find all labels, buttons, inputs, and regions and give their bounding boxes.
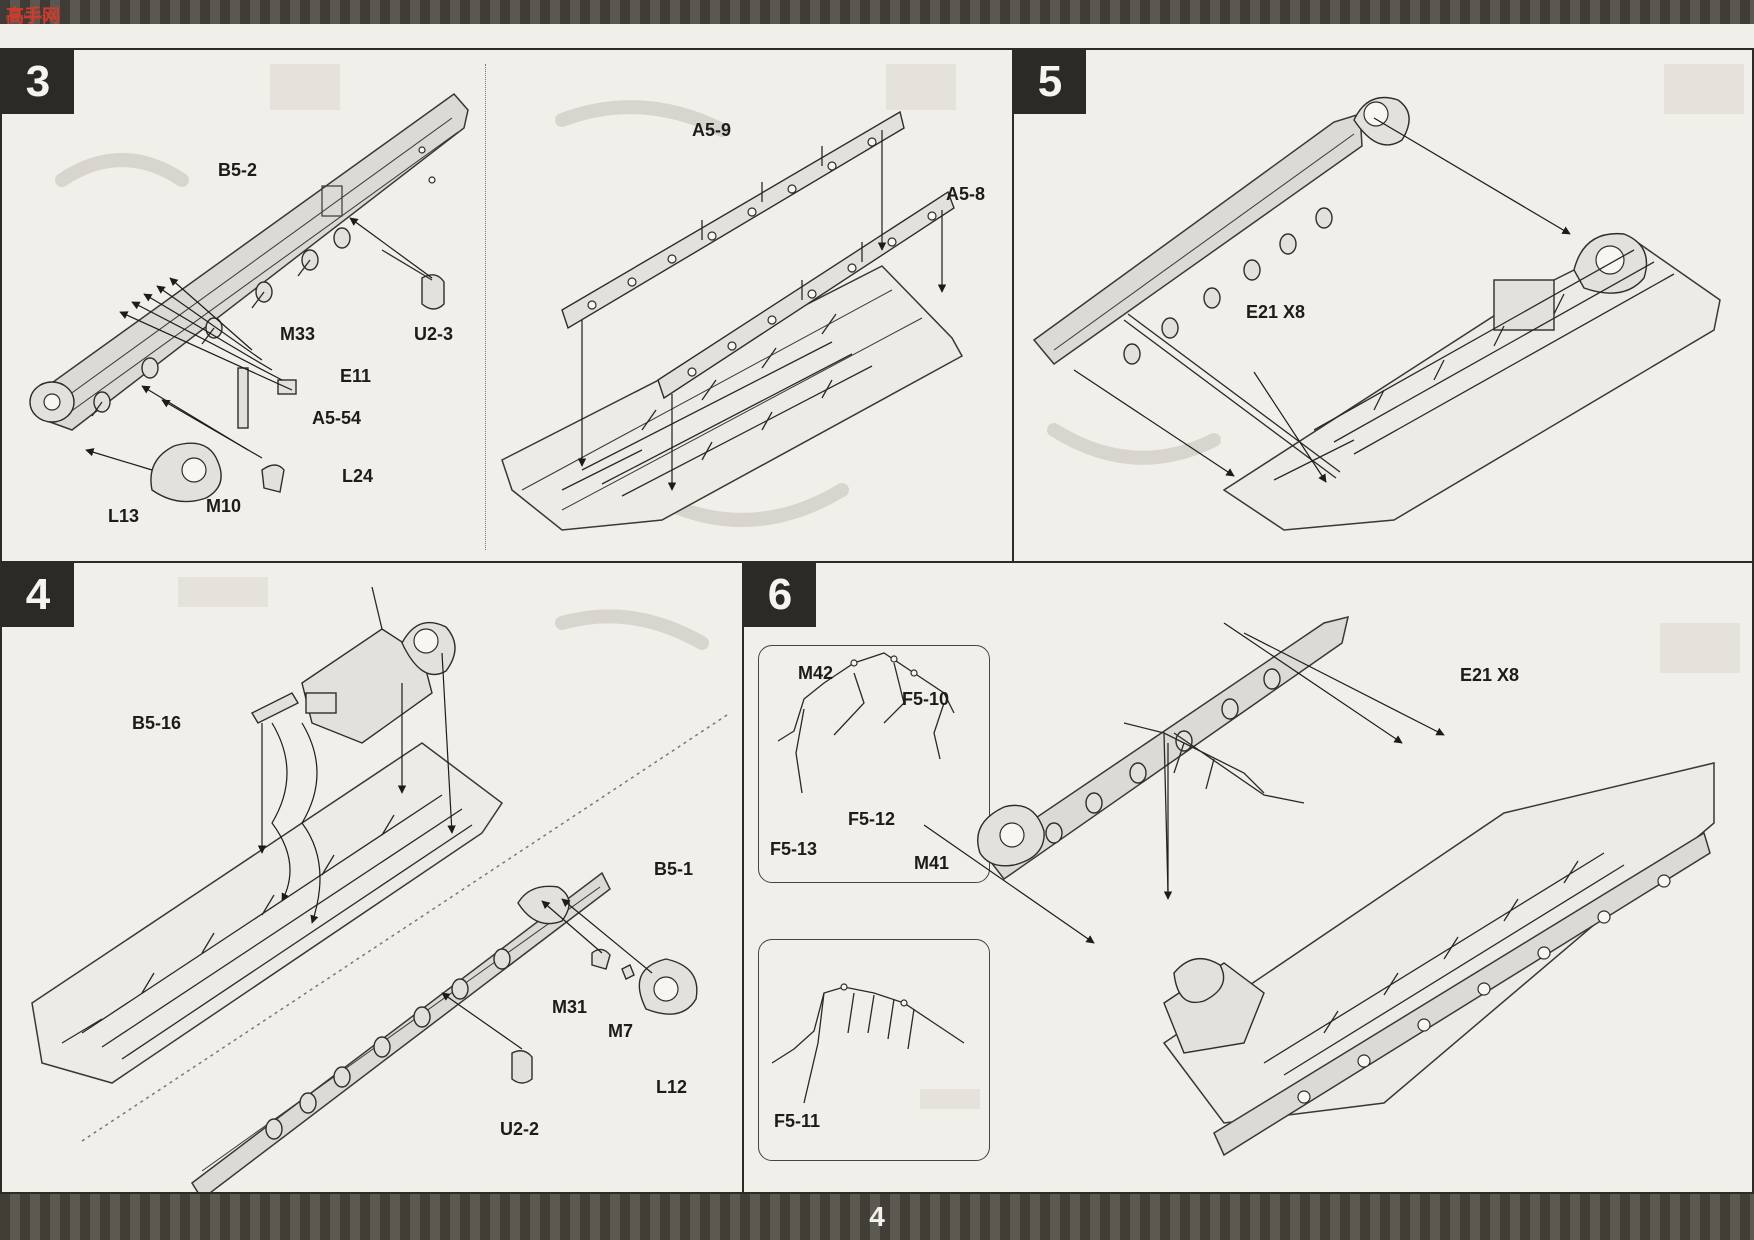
- hull-assembled: [1032, 96, 1721, 531]
- step-number: 5: [1014, 50, 1086, 114]
- hull-floor-assembly: [501, 265, 964, 531]
- ghost-artwork: [920, 623, 1740, 1109]
- side-hull-b5-2: [29, 92, 469, 431]
- step-5-panel: 5: [1012, 48, 1754, 563]
- step-4-diagram: [31, 577, 731, 1192]
- ghost-artwork: [1047, 64, 1744, 465]
- step-number: 6: [744, 563, 816, 627]
- step-3-panel: 3: [0, 48, 1014, 563]
- callout-m41: M41: [914, 853, 950, 873]
- harness-f5-11: [771, 983, 965, 1104]
- arrows-step4: [257, 652, 456, 924]
- callout-a5-9: A5-9: [692, 120, 732, 140]
- page-number: 4: [869, 1201, 885, 1232]
- callout-e21-x8: E21 X8: [1460, 665, 1520, 685]
- step-5-diagram: [1032, 64, 1744, 531]
- callout-b5-2: B5-2: [218, 160, 258, 180]
- callout-u2-3: U2-3: [414, 324, 454, 344]
- callout-m42: M42: [798, 663, 834, 683]
- parts-step3: [150, 249, 445, 503]
- panel-divider: [485, 64, 486, 550]
- callout-m7: M7: [608, 1021, 634, 1041]
- callout-u2-2: U2-2: [500, 1119, 540, 1139]
- callout-b5-16: B5-16: [132, 713, 182, 733]
- step-number: 3: [2, 50, 74, 114]
- site-logo: 高手网 gao-shou.com: [6, 6, 60, 26]
- callout-f5-11: F5-11: [774, 1111, 821, 1131]
- harness-f5-10: [777, 652, 955, 794]
- ghost-artwork: [178, 577, 709, 650]
- arrows-step5: [1073, 117, 1571, 483]
- callout-m10: M10: [206, 496, 242, 516]
- parts-step4: [511, 948, 698, 1084]
- bottom-border-bar: [0, 1194, 1754, 1240]
- top-border-bar: [0, 0, 1754, 24]
- callout-b5-1: B5-1: [654, 859, 694, 879]
- track-guide-a5-9: [561, 110, 905, 330]
- step-6-diagram: [771, 615, 1740, 1157]
- harness-on-hull: [1123, 722, 1265, 894]
- hull-floor: [31, 742, 504, 1084]
- callout-f5-10: F5-10: [902, 689, 950, 709]
- torsion-bars-e21: [1123, 313, 1341, 479]
- callout-a5-54: A5-54: [312, 408, 362, 428]
- callout-e11: E11: [340, 366, 372, 386]
- arrows-step3: [85, 217, 433, 471]
- callout-f5-12: F5-12: [848, 809, 896, 829]
- step-4-panel: 4: [0, 561, 744, 1194]
- ghost-artwork: [55, 64, 956, 527]
- callout-f5-13: F5-13: [770, 839, 818, 859]
- transmission-assembly: [301, 586, 456, 744]
- callout-e21-x8: E21 X8: [1246, 302, 1306, 322]
- arrows-rails: [577, 130, 947, 491]
- step-3-diagram: [29, 64, 964, 531]
- step-6-panel: 6: [742, 561, 1754, 1194]
- callout-a5-8: A5-8: [946, 184, 986, 204]
- inset-top: [758, 645, 990, 883]
- step-number: 4: [2, 563, 74, 627]
- inset-bottom: [758, 939, 990, 1161]
- callout-l12: L12: [656, 1077, 688, 1097]
- arrows-step6: [923, 622, 1445, 944]
- callout-l13: L13: [108, 506, 140, 526]
- arrows-step4-side: [441, 898, 653, 1050]
- callout-l24: L24: [342, 466, 374, 486]
- bracket-b5-16: [251, 692, 299, 724]
- callout-m33: M33: [280, 324, 316, 344]
- hull-full: [977, 615, 1715, 1157]
- callout-m31: M31: [552, 997, 588, 1017]
